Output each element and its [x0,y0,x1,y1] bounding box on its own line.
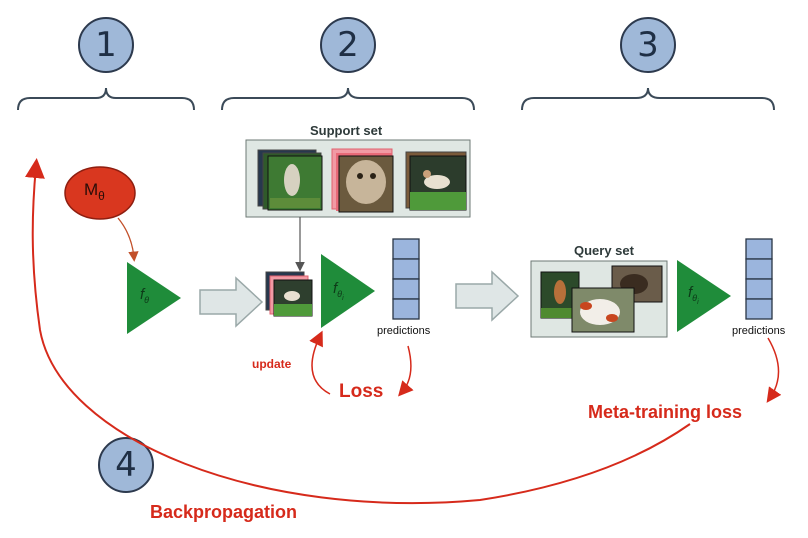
support-set-label: Support set [310,123,383,138]
step-3-circle [620,17,676,73]
backpropagation-arrow [24,158,691,504]
brace-2 [221,87,475,111]
prediction-vector-1 [392,238,420,320]
step-3-number: 3 [637,25,659,65]
meta-training-loss-label: Meta-training loss [588,402,743,422]
network-3-main: f [688,284,693,301]
predictions-label-2: predictions [732,325,786,337]
network-triangle-2 [321,254,375,328]
step-1-number: 1 [95,25,117,65]
prediction-vector-2 [745,238,773,320]
model-ellipse [64,166,136,220]
network-1-label: fθ [140,286,150,305]
model-label: Mθ [84,180,105,203]
network-3-label: fθi [688,284,699,306]
model-to-network-arrow [117,217,139,262]
step-1-circle [78,17,134,73]
step-4-circle [98,437,154,493]
network-1-main: f [140,286,145,303]
step-2-circle [320,17,376,73]
support-mini-stack [265,271,313,317]
flow-arrow-1 [199,276,264,328]
loss-label: Loss [339,381,384,402]
step-2-number: 2 [337,25,359,65]
backpropagation-label: Backpropagation [150,502,298,522]
network-triangle-1 [127,262,181,334]
network-2-sub: θ [337,289,343,299]
support-image-3 [405,151,467,211]
model-label-sub: θ [98,189,105,203]
flow-arrow-2 [455,270,520,322]
predictions-to-meta-loss-arrow [766,337,782,403]
query-image-3 [571,287,635,333]
support-image-2 [331,148,394,213]
network-1-sub: θ [144,295,150,305]
query-set-label: Query set [574,243,634,258]
predictions-label-1: predictions [377,325,431,337]
network-2-label: fθi [333,280,344,302]
network-2-main: f [333,280,338,297]
model-label-main: M [84,180,99,199]
update-label: update [252,357,292,371]
predictions-to-loss-arrow [398,345,414,397]
network-3-subsub: i [697,299,699,306]
update-arrow [309,330,331,395]
network-3-sub: θ [692,293,698,303]
support-image-1 [257,149,323,211]
network-2-subsub: i [342,295,344,302]
network-triangle-3 [677,260,731,332]
brace-1 [17,87,195,111]
step-4-number: 4 [115,445,137,485]
brace-3 [521,87,775,111]
